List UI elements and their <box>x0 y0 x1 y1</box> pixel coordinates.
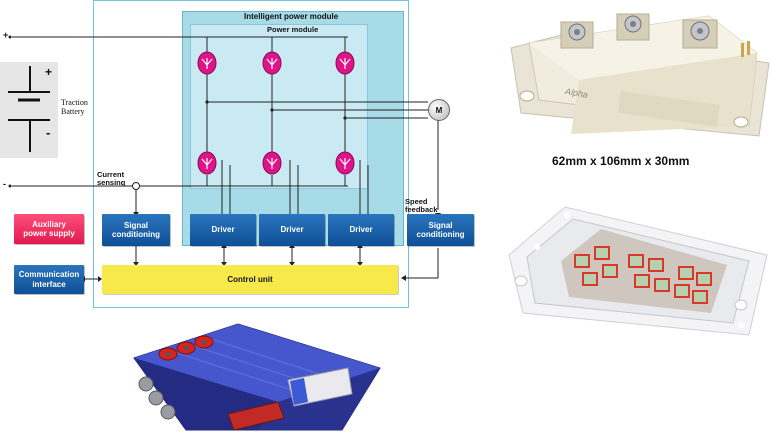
minus-terminal-label: - <box>3 179 6 189</box>
switch-bottom-3-icon <box>335 151 355 175</box>
motor-label: M <box>435 105 443 115</box>
driver-1-block: Driver <box>190 214 256 246</box>
motor-icon: M <box>428 99 450 121</box>
power-module-title: Power module <box>267 25 319 34</box>
switch-bottom-2-icon <box>262 151 282 175</box>
speed-feedback-label: Speed feedback <box>405 197 438 215</box>
plus-terminal-label: + <box>3 30 9 40</box>
signal-conditioning-left-block: Signal conditioning <box>102 214 170 246</box>
current-sensing-label: Current sensing <box>97 170 126 188</box>
battery-plus-label: + <box>45 65 53 79</box>
driver-2-block: Driver <box>259 214 325 246</box>
battery-minus-label: - <box>46 125 51 140</box>
motor-controller-photo <box>128 318 388 435</box>
switch-top-2-icon <box>262 51 282 75</box>
battery-icon <box>8 66 50 152</box>
open-module-photo <box>505 185 773 345</box>
igbt-module-photo: Alpha <box>509 8 771 138</box>
switch-top-3-icon <box>335 51 355 75</box>
switch-bottom-1-icon <box>197 151 217 175</box>
module-dimensions-caption: 62mm x 106mm x 30mm <box>552 154 690 168</box>
traction-battery-label: Traction Battery <box>61 98 88 116</box>
communication-interface-block: Communication interface <box>14 265 84 294</box>
diagram-frame <box>93 0 409 308</box>
driver-3-block: Driver <box>328 214 394 246</box>
auxiliary-power-supply-block: Auxiliary power supply <box>14 214 84 244</box>
ipm-title: Intelligent power module <box>244 12 339 21</box>
control-unit-block: Control unit <box>102 265 398 294</box>
switch-top-1-icon <box>197 51 217 75</box>
signal-conditioning-right-block: Signal conditioning <box>407 214 474 246</box>
